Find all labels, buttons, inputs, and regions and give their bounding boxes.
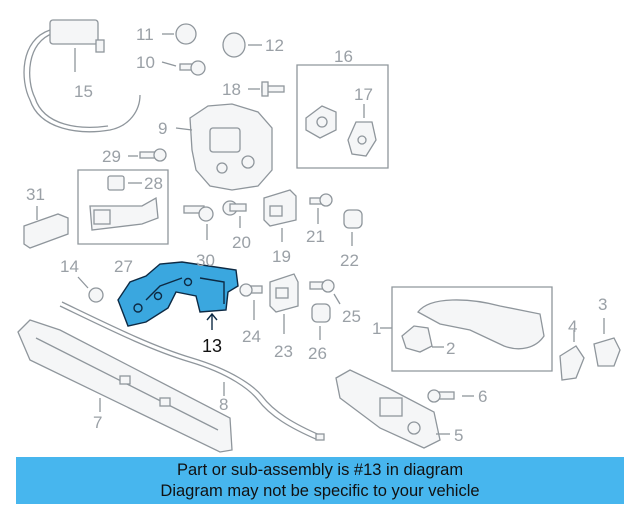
- label-26: 26: [308, 344, 327, 363]
- label-30: 30: [196, 251, 215, 270]
- part-29-bolt: [128, 148, 167, 162]
- part-5-frame: [335, 369, 450, 449]
- label-24: 24: [242, 327, 261, 346]
- label-13-highlighted: 13: [202, 336, 222, 356]
- label-5: 5: [454, 426, 463, 445]
- part-14-bolt: [77, 276, 104, 303]
- part-27-group: [77, 169, 169, 245]
- label-14: 14: [60, 257, 79, 276]
- part-16-group: [296, 64, 389, 169]
- part-20-bolt: [222, 200, 247, 228]
- part-15-cable: [23, 19, 141, 133]
- label-10: 10: [136, 53, 155, 72]
- label-29: 29: [102, 147, 121, 166]
- part-25-bolt: [309, 279, 341, 305]
- label-4: 4: [568, 317, 577, 336]
- part-6-bolt: [427, 389, 474, 403]
- part-7-trim: [17, 319, 233, 453]
- label-1: 1: [372, 319, 381, 338]
- part-19-striker: [263, 189, 297, 242]
- banner-line-1: Part or sub-assembly is #13 in diagram: [176, 461, 464, 479]
- label-31: 31: [26, 185, 45, 204]
- part-9-latch: [175, 103, 273, 191]
- label-25: 25: [342, 307, 361, 326]
- part-8-cable: [59, 301, 325, 441]
- label-23: 23: [274, 342, 293, 361]
- part-22-bushing: [343, 209, 363, 246]
- part-11-cap: [162, 23, 197, 45]
- part-30-bolt: [183, 205, 214, 240]
- part-31: [23, 206, 69, 249]
- part-12-grommet: [222, 32, 262, 58]
- part-10-bolt: [161, 60, 206, 76]
- info-banner: Part or sub-assembly is #13 in diagram D…: [16, 457, 624, 504]
- part-18-screw: [248, 81, 285, 97]
- label-9: 9: [158, 119, 167, 138]
- label-8: 8: [219, 395, 228, 414]
- label-19: 19: [272, 247, 291, 266]
- label-18: 18: [222, 80, 241, 99]
- label-27: 27: [114, 257, 133, 276]
- part-23-striker: [269, 273, 299, 334]
- label-6: 6: [478, 387, 487, 406]
- label-20: 20: [232, 233, 251, 252]
- part-13-bracket: [117, 261, 239, 330]
- part-1-handle-group: [380, 286, 553, 372]
- banner-line-2: Diagram may not be specific to your vehi…: [160, 482, 480, 500]
- part-21-bolt: [309, 193, 333, 224]
- part-24-bolt: [239, 283, 263, 320]
- label-15: 15: [74, 82, 93, 101]
- label-28: 28: [144, 174, 163, 193]
- label-17: 17: [354, 85, 373, 104]
- label-12: 12: [265, 36, 284, 55]
- label-7: 7: [93, 413, 102, 432]
- part-labels: 1 2 3 4 5 6 7 8 9 10 11 12 13 14 15 16 1…: [26, 25, 607, 445]
- part-26-bushing: [311, 303, 331, 340]
- part-3-cap: [593, 318, 621, 367]
- label-2: 2: [446, 339, 455, 358]
- label-21: 21: [306, 227, 325, 246]
- label-11: 11: [136, 25, 154, 44]
- part-4-cover: [559, 330, 585, 381]
- label-22: 22: [340, 251, 359, 270]
- label-16: 16: [334, 47, 353, 66]
- label-3: 3: [598, 295, 607, 314]
